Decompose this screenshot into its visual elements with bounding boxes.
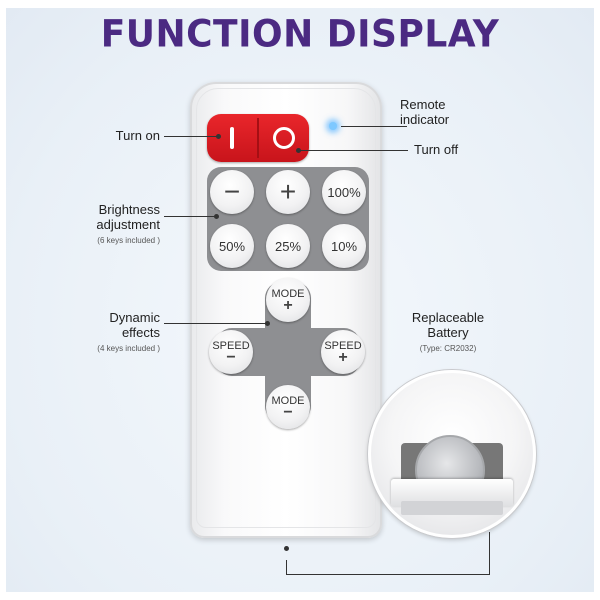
mode-up-label: MODE — [271, 288, 305, 300]
remote-indicator-label: Remote indicator — [400, 97, 470, 127]
brightness-leader — [164, 216, 216, 217]
dynamic-leader-dot — [265, 321, 270, 326]
brightness-10-button[interactable]: 10% — [322, 224, 366, 268]
brightness-down-button[interactable]: − — [210, 170, 254, 214]
dynamic-line2: effects — [121, 325, 160, 340]
power-off-button[interactable] — [259, 114, 309, 162]
battery-line2: Battery — [427, 325, 469, 340]
mode-up-button[interactable]: MODE+ — [266, 278, 310, 322]
brightness-100-button[interactable]: 100% — [322, 170, 366, 214]
brightness-line2: adjustment — [96, 217, 160, 232]
speed-up-button[interactable]: SPEED+ — [321, 330, 365, 374]
remote-indicator-line2: indicator — [400, 112, 450, 127]
dynamic-sub: (4 keys included ) — [97, 344, 160, 353]
minus-icon: − — [223, 176, 241, 207]
turn-on-leader — [164, 136, 218, 137]
battery-line1: Replaceable — [411, 310, 485, 325]
brightness-label: Brightness adjustment (6 keys included ) — [70, 202, 160, 248]
turn-off-label: Turn off — [414, 142, 459, 157]
dynamic-label: Dynamic effects (4 keys included ) — [70, 310, 160, 356]
speed-up-label: SPEED — [324, 340, 362, 352]
plus-icon: + — [279, 176, 297, 207]
battery-tray-base — [401, 501, 503, 515]
brightness-50-button[interactable]: 50% — [210, 224, 254, 268]
remote-bezel — [196, 88, 376, 528]
minus-icon: − — [226, 349, 236, 366]
power-on-icon — [230, 127, 234, 149]
battery-label: Replaceable Battery (Type: CR2032) — [398, 310, 498, 356]
brightness-sub: (6 keys included ) — [97, 236, 160, 245]
brightness-leader-dot — [214, 214, 219, 219]
speed-down-label: SPEED — [212, 340, 250, 352]
battery-sub: (Type: CR2032) — [419, 344, 477, 353]
plus-icon: + — [283, 297, 293, 314]
turn-off-leader-dot — [296, 148, 301, 153]
dynamic-leader — [164, 323, 268, 324]
power-button-pad — [207, 114, 309, 162]
mode-down-label: MODE — [271, 395, 305, 407]
brightness-up-button[interactable]: + — [266, 170, 310, 214]
speed-down-button[interactable]: SPEED− — [209, 330, 253, 374]
power-on-button[interactable] — [207, 114, 257, 162]
page-title: FUNCTION DISPLAY — [100, 12, 500, 57]
mode-down-button[interactable]: MODE− — [266, 385, 310, 429]
power-pad-divider — [257, 118, 259, 158]
battery-bracket-bottom — [286, 574, 490, 575]
battery-bracket-left — [286, 560, 287, 574]
turn-on-label: Turn on — [115, 128, 160, 143]
turn-off-leader — [300, 150, 408, 151]
remote-indicator-line1: Remote — [400, 97, 446, 112]
brightness-line1: Brightness — [98, 202, 160, 217]
remote-indicator-leader — [341, 126, 407, 127]
brightness-25-button[interactable]: 25% — [266, 224, 310, 268]
minus-icon: − — [283, 404, 293, 421]
battery-bracket-right — [489, 532, 490, 574]
turn-on-leader-dot — [216, 134, 221, 139]
plus-icon: + — [338, 349, 348, 366]
battery-detail-magnifier — [368, 370, 536, 538]
battery-bracket-dot — [284, 546, 289, 551]
dynamic-line1: Dynamic — [109, 310, 160, 325]
remote-indicator-light — [329, 122, 337, 130]
power-off-icon — [273, 127, 295, 149]
